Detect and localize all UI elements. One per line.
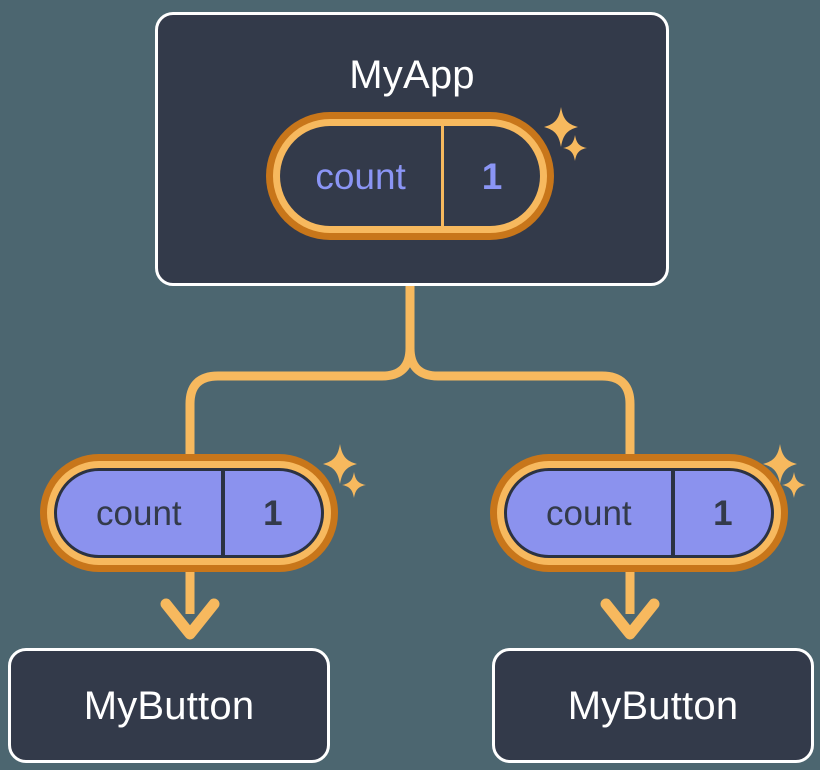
component-box-mybutton-left[interactable]: MyButton: [8, 648, 330, 763]
signal-pill-ring: count 1: [497, 461, 781, 565]
component-title-mybutton-left: MyButton: [83, 683, 255, 728]
wire-app-to-left: [185, 281, 415, 475]
signal-name: count: [96, 493, 182, 533]
signal-value: 1: [670, 471, 771, 555]
signal-pill-body: count 1: [54, 468, 324, 558]
signal-name: count: [546, 493, 632, 533]
arrow-down-icon-left: [160, 598, 220, 640]
arrow-down-icon-right: [600, 598, 660, 640]
component-title-myapp: MyApp: [349, 53, 475, 97]
sparkle-icon-left-small: [342, 472, 366, 498]
signal-pill-ring: count 1: [47, 461, 331, 565]
signal-pill-left[interactable]: count 1: [40, 454, 338, 572]
wire-app-to-right: [405, 281, 635, 475]
signal-pill-right[interactable]: count 1: [490, 454, 788, 572]
signal-pill-myapp[interactable]: count 1: [266, 112, 554, 240]
signal-pill-body: count 1: [280, 126, 540, 226]
signal-pill-body: count 1: [504, 468, 774, 558]
signal-value: 1: [441, 126, 540, 226]
signal-name: count: [315, 155, 406, 197]
signal-value: 1: [220, 471, 321, 555]
component-box-mybutton-right[interactable]: MyButton: [492, 648, 814, 763]
signal-pill-ring: count 1: [273, 119, 547, 233]
component-title-mybutton-right: MyButton: [567, 683, 739, 728]
